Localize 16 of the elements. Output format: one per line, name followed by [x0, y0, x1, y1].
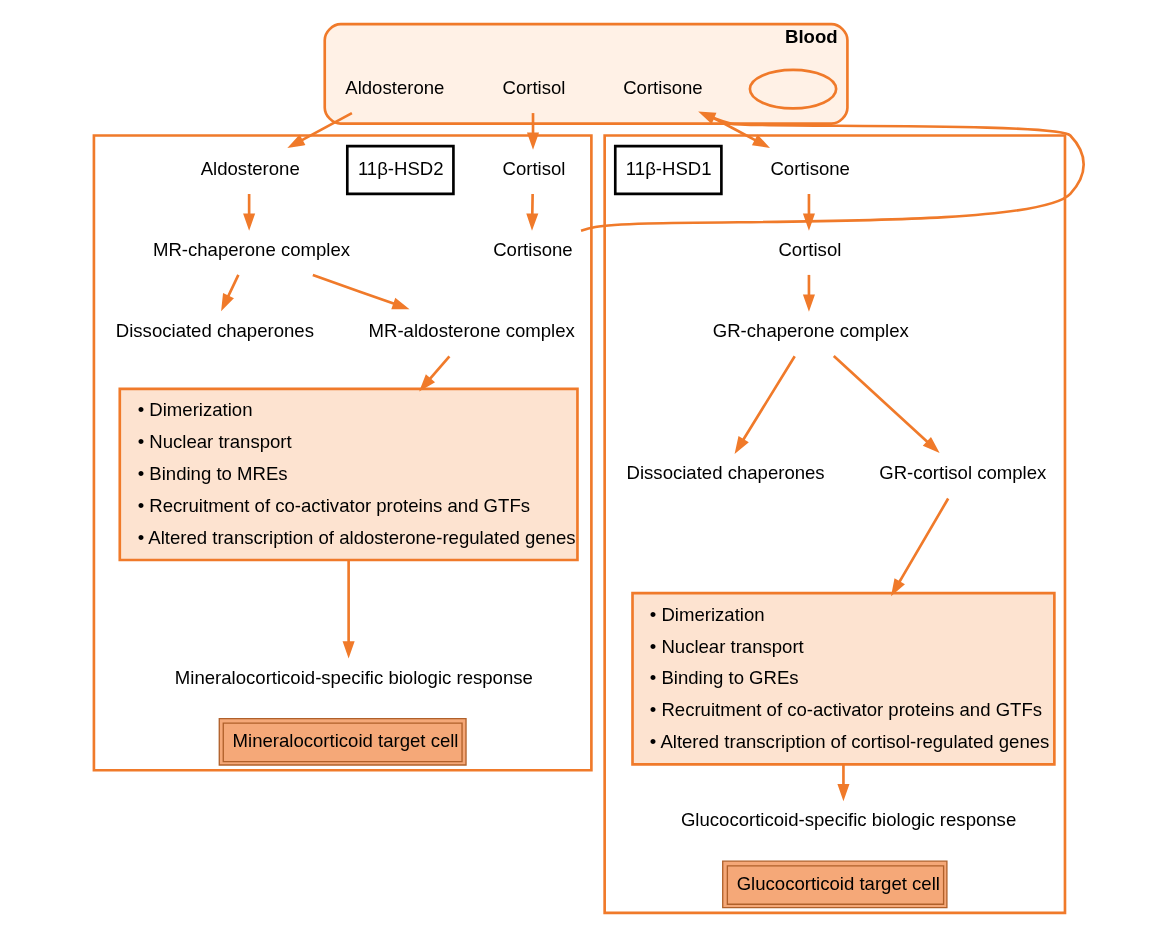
node-text: MR-chaperone complex: [152, 238, 351, 260]
node-text: Aldosterone: [345, 77, 445, 99]
node-text: GR-chaperone complex: [712, 319, 909, 341]
node-text: Cortisone: [493, 238, 573, 260]
node-text: Dissociated chaperones: [626, 462, 825, 484]
node-text: GR-cortisol complex: [879, 462, 1047, 484]
node-text: Dissociated chaperones: [115, 319, 314, 341]
node-text: Aldosterone: [200, 157, 300, 179]
node-text: Cortisone: [623, 77, 703, 99]
node-text: Cortisone: [770, 157, 850, 179]
node-text: Cortisol: [778, 238, 842, 260]
node-text: Glucocorticoid-specific biologic response: [680, 809, 1017, 831]
node-text: MR-aldosterone complex: [368, 319, 575, 341]
node-text: Cortisol: [502, 157, 566, 179]
node-text: Cortisol: [502, 77, 566, 99]
node-text: Mineralocorticoid-specific biologic response: [174, 666, 533, 688]
